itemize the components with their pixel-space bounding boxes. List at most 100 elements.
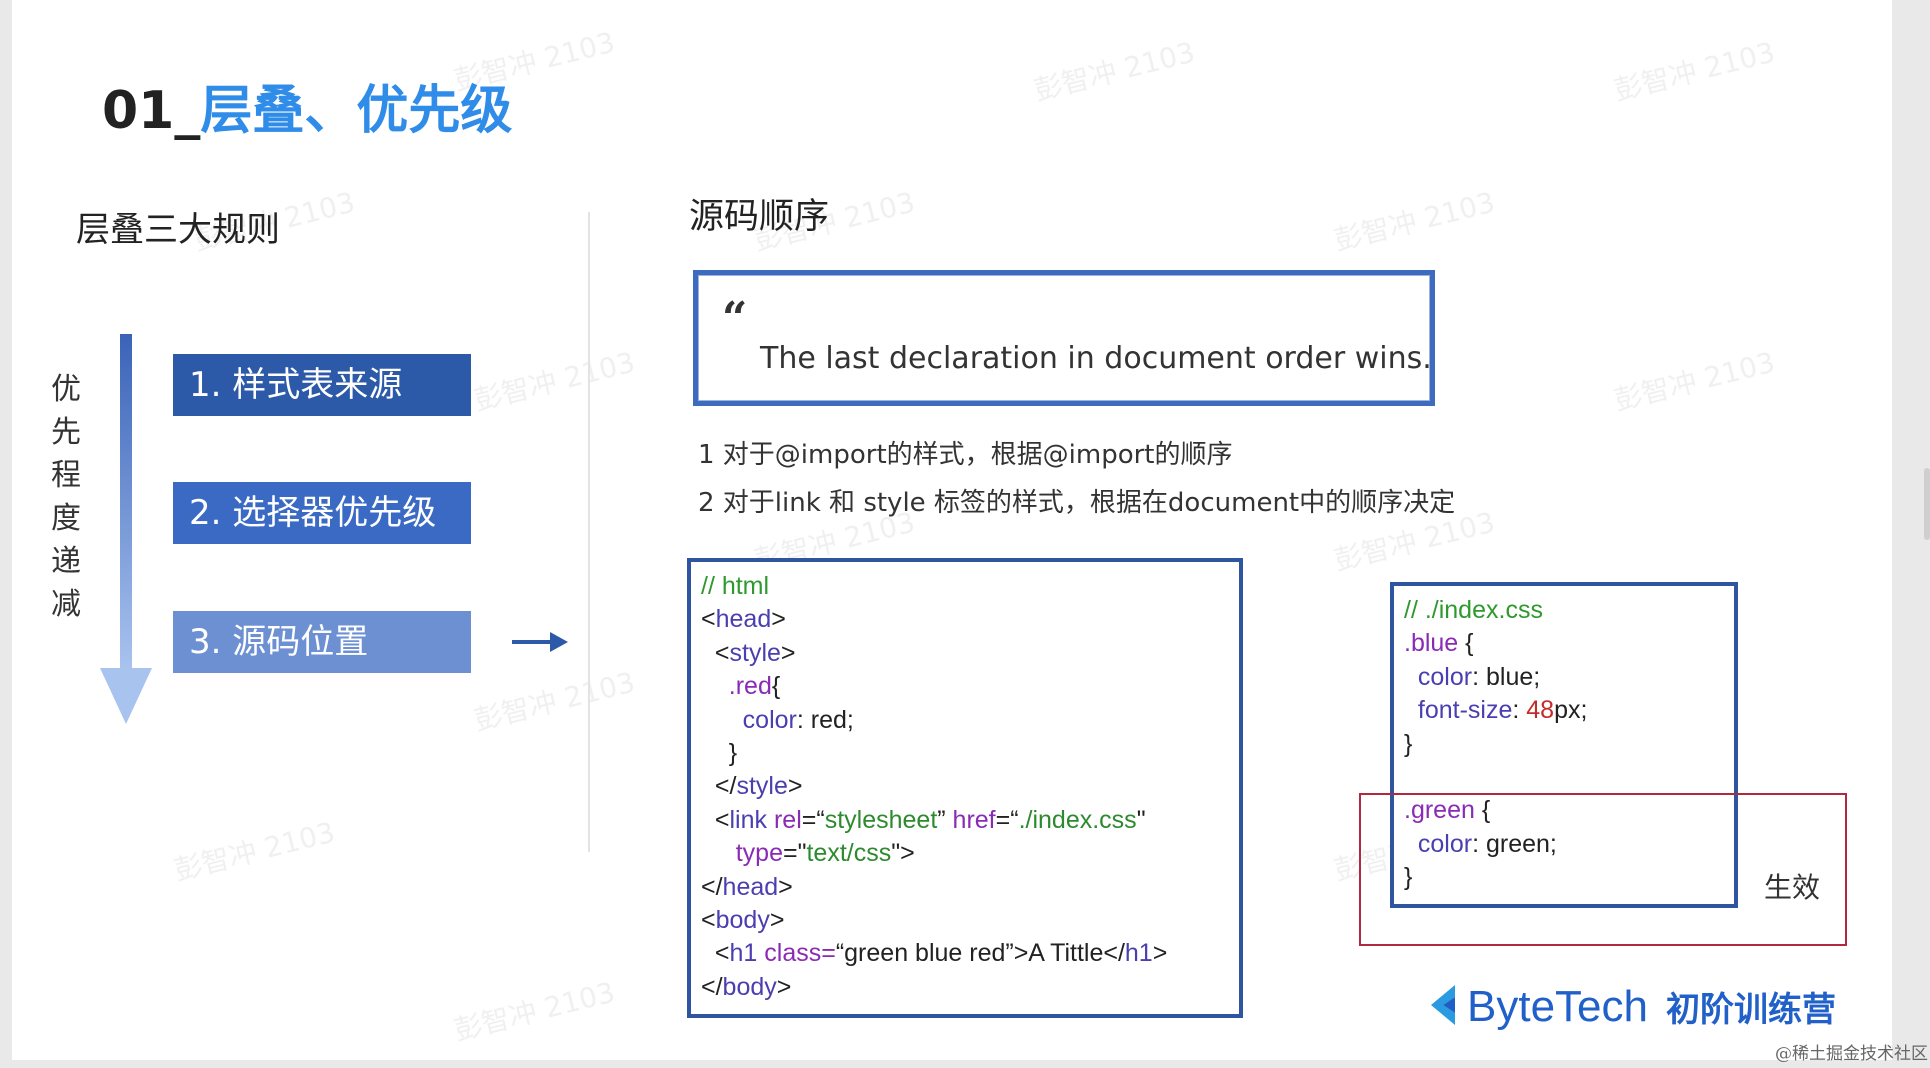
code-token: =": [782, 839, 807, 868]
code-token: }: [1404, 863, 1413, 892]
code-token: h1: [1124, 939, 1153, 968]
code-token: h1: [729, 939, 765, 968]
source-credit: @稀土掘金技术社区: [1775, 1044, 1928, 1064]
note-import-order: 1 对于@import的样式，根据@import的顺序: [698, 440, 1233, 470]
code-line: // ./index.css: [1404, 594, 1734, 627]
code-line: .green {: [1404, 794, 1734, 827]
source-order-heading: 源码顺序: [689, 197, 830, 237]
code-token: </: [701, 972, 723, 1001]
code-line: <style>: [701, 637, 1239, 670]
priority-char: 先: [51, 415, 81, 450]
quote-box: “ The last declaration in document order…: [693, 270, 1435, 406]
code-line: </style>: [701, 770, 1239, 803]
code-token: color: [1404, 829, 1473, 858]
code-line: </head>: [701, 871, 1239, 904]
code-token: .red: [701, 672, 772, 701]
code-token: rel: [773, 805, 802, 834]
brand-name: ByteTech: [1467, 982, 1648, 1031]
code-token: body: [722, 972, 777, 1001]
code-token: }: [1404, 729, 1413, 758]
code-line: font-size: 48px;: [1404, 694, 1734, 727]
html-code-block: // html<head> <style> .red{ color: red; …: [687, 558, 1243, 1018]
code-token: style: [729, 638, 781, 667]
watermark: 彭智冲 2103: [1610, 345, 1779, 418]
code-token: >: [769, 906, 785, 935]
code-line: color: blue;: [1404, 661, 1734, 694]
code-token: <: [701, 605, 716, 634]
code-token: </: [701, 872, 723, 901]
watermark: 彭智冲 2103: [1330, 185, 1499, 258]
code-token: px;: [1554, 696, 1588, 725]
code-token: >: [787, 772, 803, 801]
code-token: stylesheet: [824, 805, 938, 834]
code-token: color: [1404, 662, 1473, 691]
priority-label: 优 先 程 度 递 减: [46, 368, 86, 626]
code-line: // html: [701, 570, 1239, 603]
code-token: <: [701, 939, 730, 968]
watermark: 彭智冲 2103: [1610, 35, 1779, 108]
code-line: type="text/css">: [701, 837, 1239, 870]
code-token: >: [776, 972, 792, 1001]
code-token: head: [722, 872, 779, 901]
code-token: class=: [764, 939, 836, 968]
code-token: // ./index.css: [1404, 596, 1543, 624]
scrollbar[interactable]: [1924, 468, 1930, 540]
code-token: .green: [1404, 796, 1475, 825]
code-line: <link rel=“stylesheet” href=“./index.css…: [701, 804, 1239, 837]
arrow-right-icon: [512, 632, 568, 652]
code-token: >: [778, 872, 793, 901]
code-token: 48: [1526, 696, 1555, 725]
code-line: </body>: [701, 971, 1239, 1004]
watermark: 彭智冲 2103: [170, 815, 339, 888]
slide: 彭智冲 2103 彭智冲 2103 彭智冲 2103 彭智冲 2103 彭智冲 …: [12, 0, 1892, 1060]
code-token: link: [729, 805, 774, 834]
quote-mark-icon: “: [722, 293, 748, 344]
code-token: “green blue red”>A Tittle</: [835, 939, 1125, 968]
code-line: }: [1404, 861, 1734, 894]
code-token: : green;: [1472, 829, 1557, 858]
code-token: : red;: [796, 705, 854, 734]
code-line: }: [701, 737, 1239, 770]
code-token: </: [701, 772, 737, 801]
watermark: 彭智冲 2103: [470, 345, 639, 418]
cascade-rules-heading: 层叠三大规则: [76, 210, 280, 250]
priority-char: 减: [51, 587, 81, 622]
code-token: =“: [995, 805, 1019, 834]
code-token: text/css: [806, 839, 892, 868]
code-line: .blue {: [1404, 627, 1734, 660]
code-token: ./index.css: [1018, 805, 1137, 834]
code-token: {: [1474, 796, 1491, 825]
css-code-block: // ./index.css.blue { color: blue; font-…: [1390, 582, 1738, 908]
code-line: color: green;: [1404, 828, 1734, 861]
quote-text: The last declaration in document order w…: [760, 341, 1432, 376]
code-token: <: [701, 805, 730, 834]
priority-char: 递: [51, 544, 81, 579]
code-token: : blue;: [1472, 662, 1541, 691]
code-token: style: [736, 772, 788, 801]
effective-rule-highlight: [1359, 793, 1847, 946]
code-line: }: [1404, 728, 1734, 761]
code-line: [1404, 761, 1734, 794]
code-token: type: [701, 839, 783, 868]
code-token: >: [1152, 939, 1168, 968]
code-token: // html: [701, 572, 770, 600]
code-line: color: red;: [701, 704, 1239, 737]
code-token: head: [715, 605, 772, 634]
code-token: {: [1458, 629, 1474, 658]
page-title: 01_层叠、优先级: [102, 68, 512, 143]
bytetech-chevron-icon: [1431, 985, 1455, 1025]
note-link-style-order: 2 对于link 和 style 标签的样式，根据在document中的顺序决定: [698, 488, 1456, 518]
effective-label: 生效: [1764, 871, 1821, 904]
priority-char: 优: [51, 372, 81, 407]
code-line: <body>: [701, 904, 1239, 937]
code-token: ": [1136, 805, 1146, 834]
title-number: 01_: [102, 81, 201, 141]
code-token: <: [701, 638, 730, 667]
code-token: =“: [801, 805, 825, 834]
code-token: ">: [891, 839, 915, 868]
bytetech-logo: ByteTech 初阶训练营: [1427, 982, 1836, 1032]
code-token: href: [952, 805, 996, 834]
brand-subtitle: 初阶训练营: [1665, 991, 1836, 1029]
priority-char: 程: [51, 458, 81, 493]
priority-down-arrow-icon: [100, 334, 152, 724]
